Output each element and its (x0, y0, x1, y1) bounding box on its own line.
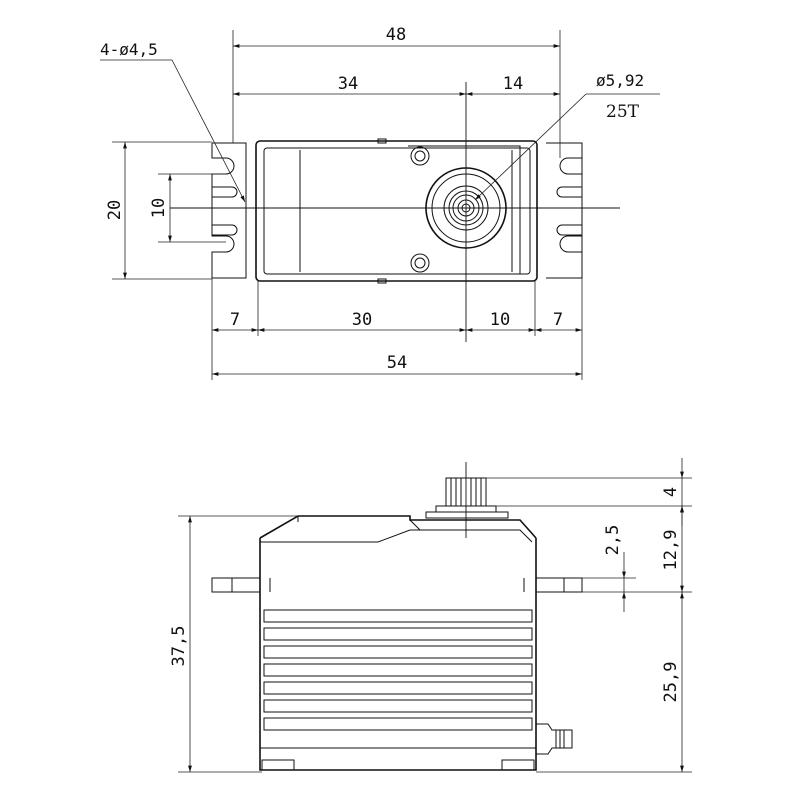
holes-annotation: 4-ø4,5 (100, 40, 158, 59)
dim-37-5-label: 37,5 (169, 626, 189, 667)
dim-54-label: 54 (387, 353, 407, 373)
left-flange-slots (211, 143, 235, 278)
side-top-cover (259, 515, 537, 539)
body-inner (263, 147, 531, 275)
spline-teeth-annotation: 25T (606, 102, 640, 122)
spline-diameter-annotation: ø5,92 (596, 71, 644, 90)
top-screw (410, 146, 430, 166)
left-flange-slot-mid (212, 186, 238, 198)
right-flange-slot-mid (556, 186, 582, 198)
dim-25-9-label: 25,9 (661, 662, 681, 703)
shaft-boss-outline (408, 145, 521, 275)
body-notch-top (377, 138, 387, 144)
side-left-flange (211, 577, 260, 593)
dim-48-label: 48 (386, 25, 406, 45)
side-view: 37,5 4 12,9 2,5 25,9 (169, 458, 692, 773)
bottom-screw (410, 253, 430, 273)
side-left-foot (261, 759, 295, 771)
spline-leader-2 (474, 93, 587, 201)
dim-7-left-label: 7 (230, 310, 240, 330)
right-flange-slots (559, 143, 583, 278)
dim-10-bottom-label: 10 (490, 310, 510, 330)
side-right-foot (501, 759, 535, 771)
side-case-ribs (260, 609, 536, 749)
side-right-flange (536, 577, 583, 593)
dim-30-label: 30 (352, 310, 372, 330)
dim-4-label: 4 (661, 487, 681, 497)
dim-14-label: 14 (503, 74, 523, 94)
right-flange-slot-low (556, 224, 582, 236)
side-spline (425, 477, 509, 519)
dim-34-label: 34 (338, 74, 358, 94)
dim-10-vertical-label: 10 (149, 198, 169, 218)
body-notch-bottom (377, 278, 387, 284)
dim-2-5-label: 2,5 (603, 525, 623, 556)
side-body-outline (259, 538, 537, 771)
dim-12-9-label: 12,9 (661, 530, 681, 571)
body-outer (255, 140, 538, 282)
holes-leader-2 (171, 59, 246, 203)
side-wire-exit (536, 723, 573, 755)
top-flange-outline (212, 142, 583, 279)
top-view: 48 34 14 4-ø4,5 ø5,92 25T 20 10 (100, 25, 660, 380)
side-top-cover-inner (260, 529, 533, 543)
dim-20-label: 20 (105, 200, 125, 220)
left-flange-slot-low (212, 224, 238, 236)
dim-7-right-label: 7 (553, 310, 563, 330)
